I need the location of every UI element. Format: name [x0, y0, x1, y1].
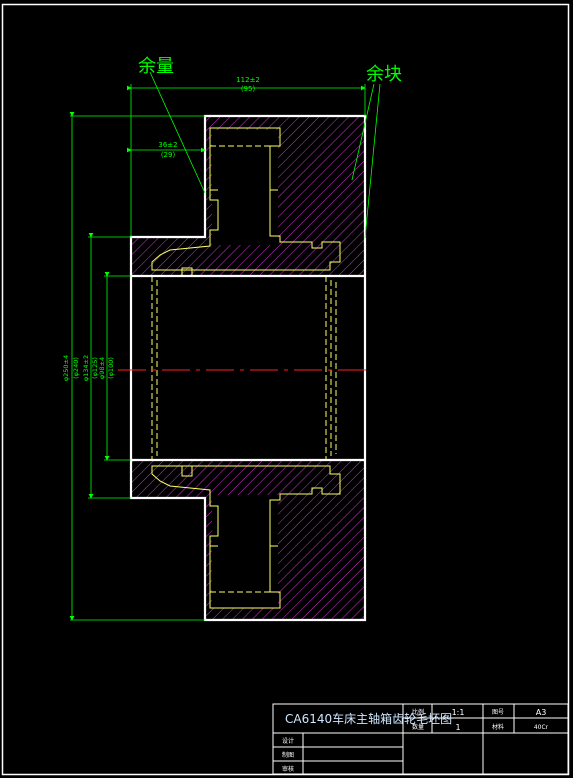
- title-block-texts: CA6140车床主轴箱齿轮毛坯图 比例 1:1 图号 A3 数量 1 材料 40…: [282, 708, 549, 773]
- title-text: CA6140车床主轴箱齿轮毛坯图: [285, 711, 452, 726]
- scale-value: 1:1: [452, 708, 465, 717]
- material-label: 材料: [492, 723, 504, 731]
- upper-section: [131, 116, 365, 276]
- hub-diameter-text: φ134±2: [82, 355, 90, 381]
- checker-label: 审核: [282, 765, 294, 773]
- lower-section: [131, 460, 365, 620]
- scale-label: 比例: [412, 708, 424, 716]
- outer-diameter-ref-text: (φ240): [72, 357, 80, 379]
- callout-allowance: 余量: [138, 56, 174, 77]
- overall-width-text: 112±2: [236, 76, 260, 84]
- qty-label: 数量: [412, 723, 424, 731]
- blank-outline: [129, 114, 367, 622]
- finished-part-outline: [151, 127, 341, 609]
- designer-label: 设计: [282, 737, 294, 745]
- bore-diameter-ref-text: (φ100): [107, 357, 115, 379]
- sheet-value: A3: [536, 708, 547, 717]
- drafter-label: 制图: [282, 751, 294, 759]
- title-block: [272, 703, 569, 775]
- material-value: 40Cr: [534, 724, 549, 731]
- outer-diameter-text: φ250±4: [62, 355, 70, 381]
- dimension-lines: [69, 71, 381, 621]
- sheet-label: 图号: [492, 709, 504, 716]
- bore-diameter-text: φ98±4: [98, 357, 106, 379]
- overall-width-ref-text: (95): [241, 85, 256, 93]
- callout-excess: 余块: [366, 64, 402, 85]
- hub-diameter-ref-text: (φ125): [91, 357, 99, 379]
- step-width-ref-text: (29): [161, 151, 176, 159]
- dimension-texts: 112±2 (95) 36±2 (29) φ250±4 (φ240) φ134±…: [62, 56, 402, 381]
- qty-value: 1: [455, 723, 460, 732]
- step-width-text: 36±2: [158, 141, 177, 149]
- bore-hidden-lines: [151, 276, 337, 460]
